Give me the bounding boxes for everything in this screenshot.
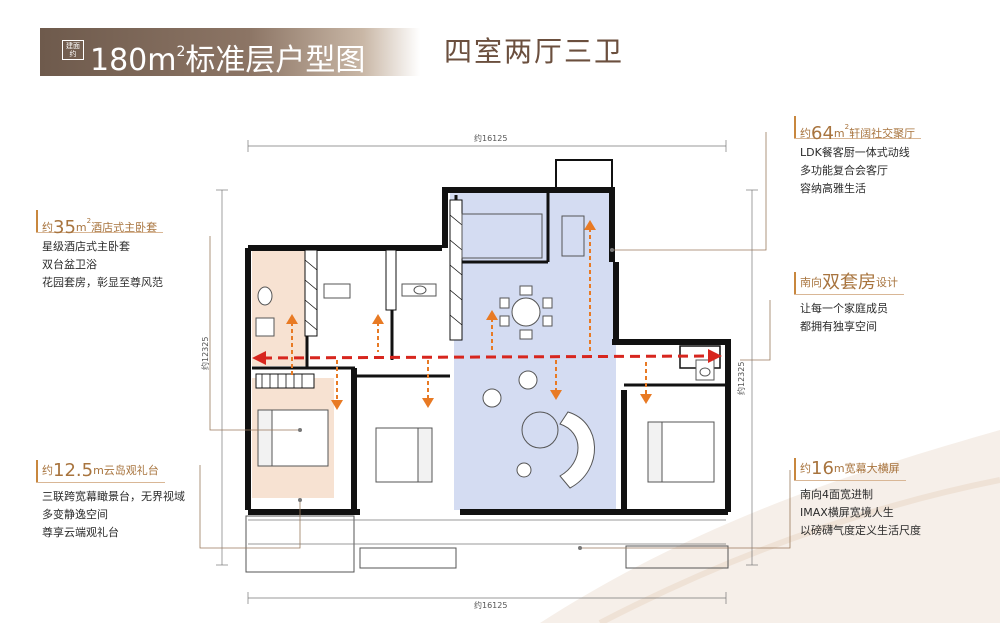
- card-header: 约12.5m云岛观礼台: [36, 460, 165, 483]
- dimension-right: 约12325: [737, 361, 746, 395]
- title-tag: 建面约: [62, 40, 84, 60]
- card-body: 三联跨宽幕瞰景台，无界视域 多变静逸空间 尊享云端观礼台: [42, 490, 185, 539]
- card-header: 南向双套房设计: [794, 272, 904, 295]
- card-suite: 南向双套房设计 让每一个家庭成员 都拥有独享空间: [794, 272, 964, 352]
- page-title: 180m2标准层户型图: [90, 43, 366, 78]
- card-balcony: 约12.5m云岛观礼台 三联跨宽幕瞰景台，无界视域 多变静逸空间 尊享云端观礼台: [36, 460, 216, 550]
- dimension-top: 约16125: [474, 134, 508, 143]
- card-accent: [36, 210, 38, 232]
- card-ldk: 约64m2轩阔社交聚厅 LDK餐客厨一体式动线 多功能复合会客厅 容纳高雅生活: [794, 116, 964, 206]
- card-header: 约64m2轩阔社交聚厅: [794, 116, 922, 144]
- card-body: 星级酒店式主卧套 双台盆卫浴 花园套房，彰显至尊风范: [42, 240, 163, 289]
- page-subtitle: 四室两厅三卫: [444, 35, 625, 68]
- title-bar: [40, 28, 420, 76]
- card-accent: [36, 460, 38, 482]
- card-body: 让每一个家庭成员 都拥有独享空间: [800, 302, 888, 333]
- card-body: 南向4面宽进制 IMAX横屏宽境人生 以磅礴气度定义生活尺度: [800, 488, 921, 537]
- card-accent: [794, 458, 796, 480]
- card-header: 约16m宽幕大横屏: [794, 458, 906, 481]
- card-body: LDK餐客厨一体式动线 多功能复合会客厅 容纳高雅生活: [800, 146, 910, 195]
- dimension-left: 约12325: [201, 336, 210, 370]
- card-accent: [794, 116, 796, 138]
- card-accent: [794, 272, 796, 294]
- dimension-bottom: 约16125: [474, 601, 508, 610]
- card-header: 约35m2酒店式主卧套: [36, 210, 164, 238]
- card-master-suite: 约35m2酒店式主卧套 星级酒店式主卧套 双台盆卫浴 花园套房，彰显至尊风范: [36, 210, 206, 300]
- card-wide-screen: 约16m宽幕大横屏 南向4面宽进制 IMAX横屏宽境人生 以磅礴气度定义生活尺度: [794, 458, 974, 548]
